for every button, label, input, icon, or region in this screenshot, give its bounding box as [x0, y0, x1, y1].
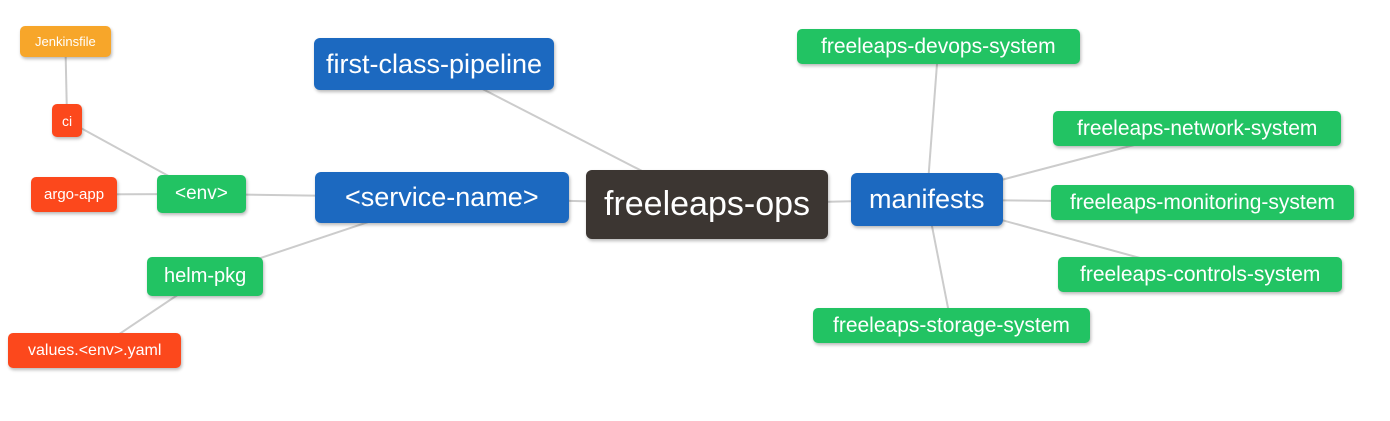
node-label: freeleaps-controls-system	[1080, 262, 1321, 286]
node-freeleaps-storage-system[interactable]: freeleaps-storage-system	[813, 308, 1090, 343]
node-env[interactable]: <env>	[157, 175, 246, 213]
node-label: freeleaps-storage-system	[833, 313, 1070, 337]
node-label: Jenkinsfile	[35, 34, 96, 49]
node-ci[interactable]: ci	[52, 104, 83, 137]
node-label: freeleaps-network-system	[1077, 116, 1318, 140]
node-label: helm-pkg	[164, 265, 247, 287]
node-freeleaps-controls-system[interactable]: freeleaps-controls-system	[1058, 257, 1343, 292]
node-freeleaps-network-system[interactable]: freeleaps-network-system	[1053, 111, 1342, 146]
node-label: first-class-pipeline	[326, 48, 543, 79]
node-values-env-yaml[interactable]: values.<env>.yaml	[8, 333, 182, 368]
node-label: freeleaps-ops	[604, 185, 811, 223]
node-label: <service-name>	[345, 182, 539, 212]
node-freeleaps-devops-system[interactable]: freeleaps-devops-system	[797, 29, 1080, 64]
node-helm-pkg[interactable]: helm-pkg	[147, 257, 264, 296]
node-label: values.<env>.yaml	[28, 341, 162, 359]
node-label: freeleaps-devops-system	[821, 34, 1056, 58]
node-first-class-pipeline[interactable]: first-class-pipeline	[314, 38, 555, 90]
node-service-name[interactable]: <service-name>	[315, 172, 569, 223]
node-freeleaps-ops-root[interactable]: freeleaps-ops	[586, 170, 829, 239]
node-argo-app[interactable]: argo-app	[31, 177, 118, 212]
node-jenkinsfile[interactable]: Jenkinsfile	[20, 26, 111, 57]
node-label: freeleaps-monitoring-system	[1070, 190, 1335, 214]
node-label: manifests	[869, 184, 985, 214]
node-label: ci	[62, 112, 73, 129]
node-freeleaps-monitoring-system[interactable]: freeleaps-monitoring-system	[1051, 185, 1354, 220]
node-label: argo-app	[44, 186, 105, 203]
node-label: <env>	[175, 183, 228, 204]
node-manifests[interactable]: manifests	[851, 173, 1003, 226]
